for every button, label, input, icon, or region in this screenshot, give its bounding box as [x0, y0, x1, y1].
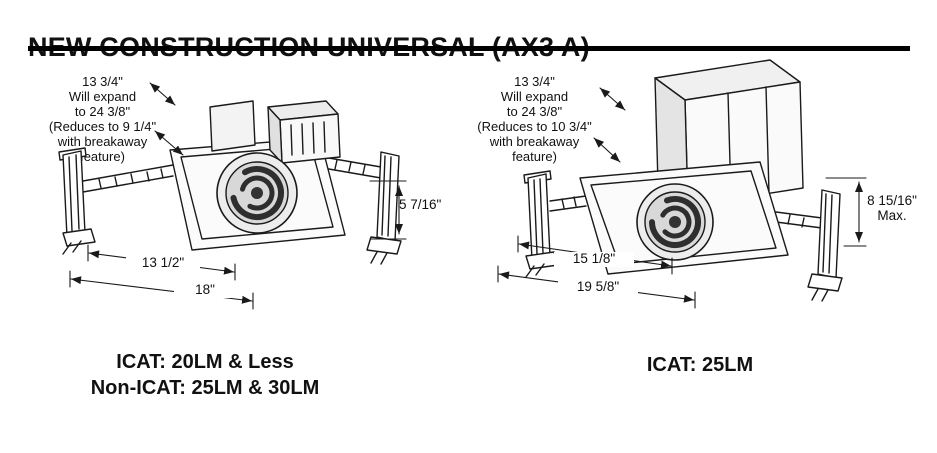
caption-line-1: ICAT: 20LM & Less	[116, 351, 294, 373]
driver-plate	[209, 100, 256, 152]
mounting-bracket-right	[366, 151, 402, 265]
caption-line-1: ICAT: 25LM	[646, 354, 754, 376]
mounting-bracket-left	[523, 170, 559, 278]
outer-width-dimension-label-left: 18"	[174, 282, 236, 298]
inner-width-dimension-label-right: 15 1/8"	[554, 251, 634, 267]
height-dimension-label-right: 8 15/16" Max.	[867, 193, 917, 223]
junction-box	[267, 100, 341, 164]
housing-drawing-right	[497, 59, 867, 309]
inner-width-dimension-label-left: 13 1/2"	[126, 255, 200, 271]
aperture-baffle	[636, 183, 714, 261]
hanger-bar-right	[322, 156, 382, 179]
aperture-baffle	[216, 152, 298, 234]
height-dimension-label-left: 5 7/16"	[399, 197, 442, 212]
housing-drawing-left	[58, 82, 407, 310]
outer-width-dimension-label-right: 19 5/8"	[558, 279, 638, 295]
mounting-bracket-right	[807, 189, 843, 302]
figure-caption-right: ICAT: 25LM	[565, 352, 835, 378]
figure-caption-left: ICAT: 20LM & Less Non-ICAT: 25LM & 30LM	[40, 349, 370, 401]
hanger-bar-left	[549, 195, 587, 212]
hanger-bar-right	[775, 211, 823, 229]
caption-line-2: Non-ICAT: 25LM & 30LM	[90, 377, 320, 399]
expand-note-right: 13 3/4" Will expand to 24 3/8" (Reduces …	[477, 74, 592, 165]
hanger-bar-left	[82, 164, 174, 193]
title-underline	[28, 46, 910, 51]
expand-note-left: 13 3/4" Will expand to 24 3/8" (Reduces …	[48, 74, 157, 165]
mounting-bracket-left	[58, 147, 96, 255]
